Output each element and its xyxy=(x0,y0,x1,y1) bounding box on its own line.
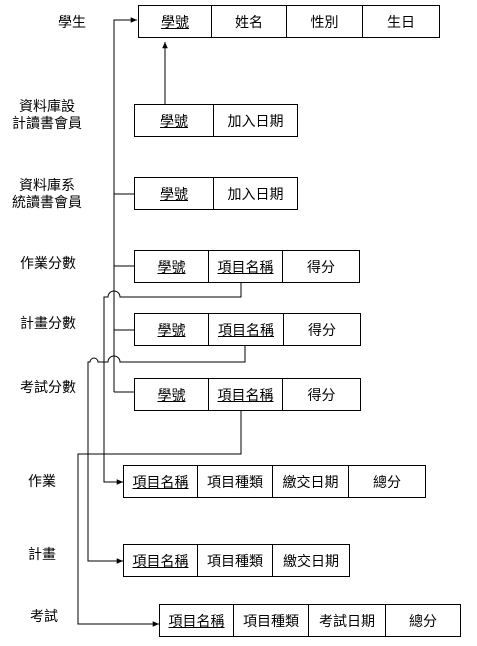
cell-homework-total: 總分 xyxy=(373,474,401,491)
table-system-club: 學號 加入日期 xyxy=(134,177,298,210)
fk-line-student-main xyxy=(113,17,137,392)
cell-homework-type: 項目種類 xyxy=(198,466,273,497)
cell-student-birthday: 生日 xyxy=(387,14,415,31)
cell-homework-due: 繳交日期 xyxy=(273,466,349,497)
table-homework: 項目名稱 項目種類 繳交日期 總分 xyxy=(123,465,426,498)
cell-plan-item: 項目名稱 xyxy=(124,545,198,576)
cell-exam-item: 項目名稱 xyxy=(160,605,234,636)
label-plan: 計畫 xyxy=(28,547,56,563)
cell-hw-scores-item: 項目名稱 xyxy=(209,251,283,282)
cell-exam-scores-score: 得分 xyxy=(307,387,336,404)
label-exam: 考試 xyxy=(30,609,58,625)
cell-exam-type: 項目種類 xyxy=(234,605,309,636)
cell-plan-scores-id: 學號 xyxy=(135,314,209,345)
label-plan-scores: 計畫分數 xyxy=(20,316,76,332)
cell-plan-due: 繳交日期 xyxy=(283,553,339,570)
cell-exam-scores-id: 學號 xyxy=(135,379,209,410)
label-exam-scores: 考試分數 xyxy=(20,380,76,396)
label-system-club: 資料庫系 統讀書會員 xyxy=(12,178,82,211)
cell-student-name: 姓名 xyxy=(212,6,287,37)
cell-exam-scores-item: 項目名稱 xyxy=(209,379,283,410)
cell-hw-scores-id: 學號 xyxy=(135,251,209,282)
table-exam-scores: 學號 項目名稱 得分 xyxy=(134,378,361,411)
cell-student-id: 學號 xyxy=(139,6,212,37)
cell-plan-scores-item: 項目名稱 xyxy=(209,314,284,345)
cell-homework-item: 項目名稱 xyxy=(124,466,198,497)
cell-exam-total: 總分 xyxy=(409,613,437,630)
table-plan-scores: 學號 項目名稱 得分 xyxy=(134,313,361,346)
label-homework: 作業 xyxy=(28,474,56,490)
table-hw-scores: 學號 項目名稱 得分 xyxy=(134,250,360,283)
label-student: 學生 xyxy=(58,15,86,31)
cell-student-gender: 性別 xyxy=(287,6,363,37)
cell-exam-date: 考試日期 xyxy=(309,605,386,636)
table-design-club: 學號 加入日期 xyxy=(134,104,298,137)
table-student: 學號 姓名 性別 生日 xyxy=(138,5,440,38)
cell-hw-scores-score: 得分 xyxy=(307,259,335,276)
fk-line-plan-to-plan xyxy=(87,346,246,564)
fk-line-hw-to-homework xyxy=(103,283,242,485)
label-design-club: 資料庫設 計讀書會員 xyxy=(12,99,82,132)
table-exam: 項目名稱 項目種類 考試日期 總分 xyxy=(159,604,461,637)
cell-system-club-id: 學號 xyxy=(135,178,214,209)
cell-design-club-id: 學號 xyxy=(135,105,214,136)
cell-plan-type: 項目種類 xyxy=(198,545,273,576)
cell-design-club-joined: 加入日期 xyxy=(227,113,284,130)
cell-plan-scores-score: 得分 xyxy=(308,322,336,339)
cell-system-club-joined: 加入日期 xyxy=(227,186,284,203)
fk-line-exam-to-exam xyxy=(77,411,242,627)
table-plan: 項目名稱 項目種類 繳交日期 xyxy=(123,544,350,577)
label-hw-scores: 作業分數 xyxy=(20,256,76,272)
